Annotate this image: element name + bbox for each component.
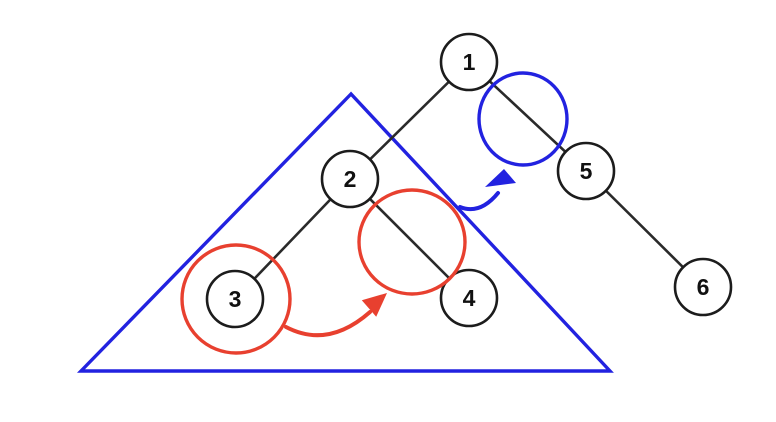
blue-highlight-ellipse-edge-1-5 [477, 71, 569, 167]
red-arrowhead-icon [361, 293, 387, 317]
node-2-label: 2 [344, 166, 357, 192]
node-3-circle [205, 269, 265, 329]
node-5-circle [556, 141, 616, 201]
blue-arrowhead-icon [485, 169, 516, 187]
blue-curved-arrow [458, 191, 500, 212]
rotation-arrows [284, 169, 516, 338]
red-highlight-ellipse-edge-2-4 [357, 188, 467, 296]
node-4-label: 4 [463, 285, 476, 311]
red-highlight-circle-node3 [180, 243, 292, 355]
node-6-label: 6 [697, 274, 710, 300]
node-6-circle [673, 257, 733, 317]
node-3-label: 3 [229, 286, 242, 312]
node-1-circle [439, 32, 499, 92]
red-curved-arrow [284, 310, 372, 338]
node-1-label: 1 [463, 49, 476, 75]
blue-triangle-outline [76, 91, 614, 373]
tree-nodes [205, 32, 733, 329]
tree-edges [233, 60, 705, 301]
node-2-circle [320, 149, 380, 209]
node-5-label: 5 [580, 158, 593, 184]
node-4-circle [439, 268, 499, 328]
highlight-rings [180, 71, 569, 355]
node-labels: 1 2 3 4 5 6 [229, 49, 710, 312]
